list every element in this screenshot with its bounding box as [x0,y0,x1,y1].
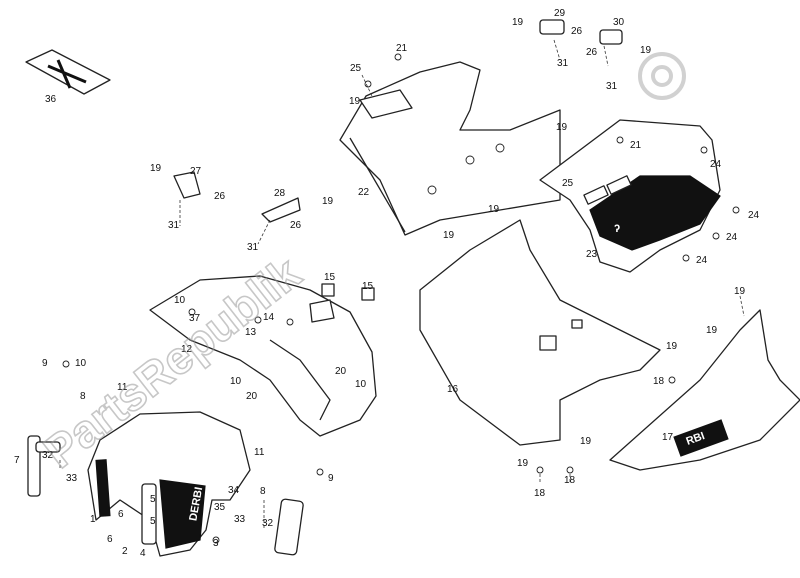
callout: 24 [748,210,760,221]
callout: 19 [706,325,718,336]
watermark-gear-icon [638,52,686,100]
callout: 26 [571,26,583,37]
callout: 3 [213,538,219,549]
decal-text-panel: DE [656,441,674,458]
front-fender-1: DERBI [87,411,251,557]
callout: 24 [696,255,708,266]
clip-27-28 [173,171,301,223]
callout: 18 [653,376,665,387]
callout: 32 [42,450,54,461]
callout: 16 [447,384,459,395]
callout: 32 [262,518,274,529]
callout: 18 [534,488,546,499]
lower-fairing-17: RBI DE [609,309,800,471]
callout: 14 [263,312,275,323]
callout: 10 [174,295,186,306]
callout: 33 [234,514,246,525]
callout: 19 [640,45,652,56]
callout: 12 [181,344,193,355]
callout: 29 [554,8,566,19]
callout: 15 [362,281,374,292]
callout: 19 [517,458,529,469]
callout: 27 [190,166,202,177]
callout: 10 [355,379,367,390]
bracket-5 [141,483,157,545]
callout: 19 [150,163,162,174]
belly-pan-16 [419,219,661,446]
callout: 4 [140,548,146,559]
upper-fairing-22 [339,61,561,236]
callout: 28 [274,188,286,199]
fasteners [62,53,740,544]
callout: 9 [328,473,334,484]
callout: 1 [90,514,96,525]
callout: 18 [564,475,576,486]
callout: 25 [562,178,574,189]
callout: 34 [228,485,240,496]
callout: 31 [606,81,618,92]
callout: 19 [580,436,592,447]
callout: 36 [45,94,57,105]
callout: 35 [214,502,226,513]
callout: 15 [324,272,336,283]
callout: 10 [75,358,87,369]
callout: 19 [443,230,455,241]
callout: 5 [150,516,156,527]
callout: 11 [117,382,128,393]
callout: 30 [613,17,625,28]
decal-logo-23: ʔ [614,223,620,235]
callout: 10 [230,376,242,387]
callout: 31 [557,58,569,69]
callout: 2 [122,546,128,557]
decal-text-fender: DERBI [187,486,205,522]
callout: 19 [488,204,500,215]
callout: 20 [335,366,347,377]
callout: 17 [662,432,674,443]
callout: 26 [290,220,302,231]
callout: 26 [586,47,598,58]
callout: 6 [107,534,113,545]
callout: 37 [189,313,201,324]
callout: 26 [214,191,226,202]
callout: 22 [358,187,370,198]
callout: 13 [245,327,257,338]
callout: 7 [14,455,20,466]
callout: 5 [150,494,156,505]
callout: 6 [118,509,124,520]
callout: 19 [349,96,361,107]
callout: 11 [254,447,265,458]
callout: 19 [512,17,524,28]
callout: 24 [726,232,738,243]
callout: 19 [322,196,334,207]
callout: 9 [42,358,48,369]
clip-29-30 [539,19,623,45]
callout: 8 [80,391,86,402]
right-fairing-23: ʔ [539,119,721,273]
callout: 19 [734,286,746,297]
callout: 21 [396,43,408,54]
left-fairing-12 [149,275,377,437]
callout: 19 [556,122,568,133]
callout: 8 [260,486,266,497]
bracket-32-right [274,498,304,556]
callout-labels: 36 21 25 19 22 29 19 26 31 30 26 19 31 1… [14,8,760,559]
callout: 19 [666,341,678,352]
callout: 23 [586,249,598,260]
callout: 24 [710,159,722,170]
decal-sheet-36 [25,49,111,95]
callout: 33 [66,473,78,484]
clip-15 [321,283,375,301]
callout: 31 [247,242,259,253]
callout: 20 [246,391,258,402]
callout: 21 [630,140,642,151]
leader-lines [59,39,745,530]
bracket-7 [27,435,61,497]
callout: 25 [350,63,362,74]
callout: 31 [168,220,180,231]
